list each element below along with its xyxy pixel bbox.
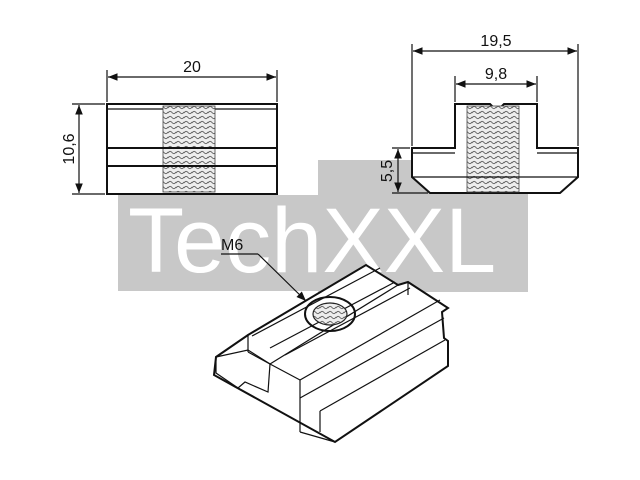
thread-callout: M6 [221, 237, 307, 302]
front-view: 20 10,6 [61, 59, 278, 195]
thread-callout-label: M6 [221, 237, 243, 254]
thread-width-label: 9,8 [485, 66, 507, 83]
side-thread-hatch [466, 105, 520, 193]
thread-callout-leader [257, 253, 307, 302]
flange-height-label: 5,5 [379, 160, 396, 182]
isometric-front-face [215, 349, 271, 393]
threaded-hole-outer [304, 296, 356, 332]
front-height-label: 10,6 [61, 133, 78, 164]
side-view: 19,5 9,8 5,5 [379, 33, 579, 194]
front-width-label: 20 [183, 59, 201, 76]
side-width-label: 19,5 [480, 33, 511, 50]
threaded-hole-inner [312, 302, 348, 326]
watermark-text: TechXXL [128, 190, 496, 292]
isometric-view [212, 263, 450, 444]
